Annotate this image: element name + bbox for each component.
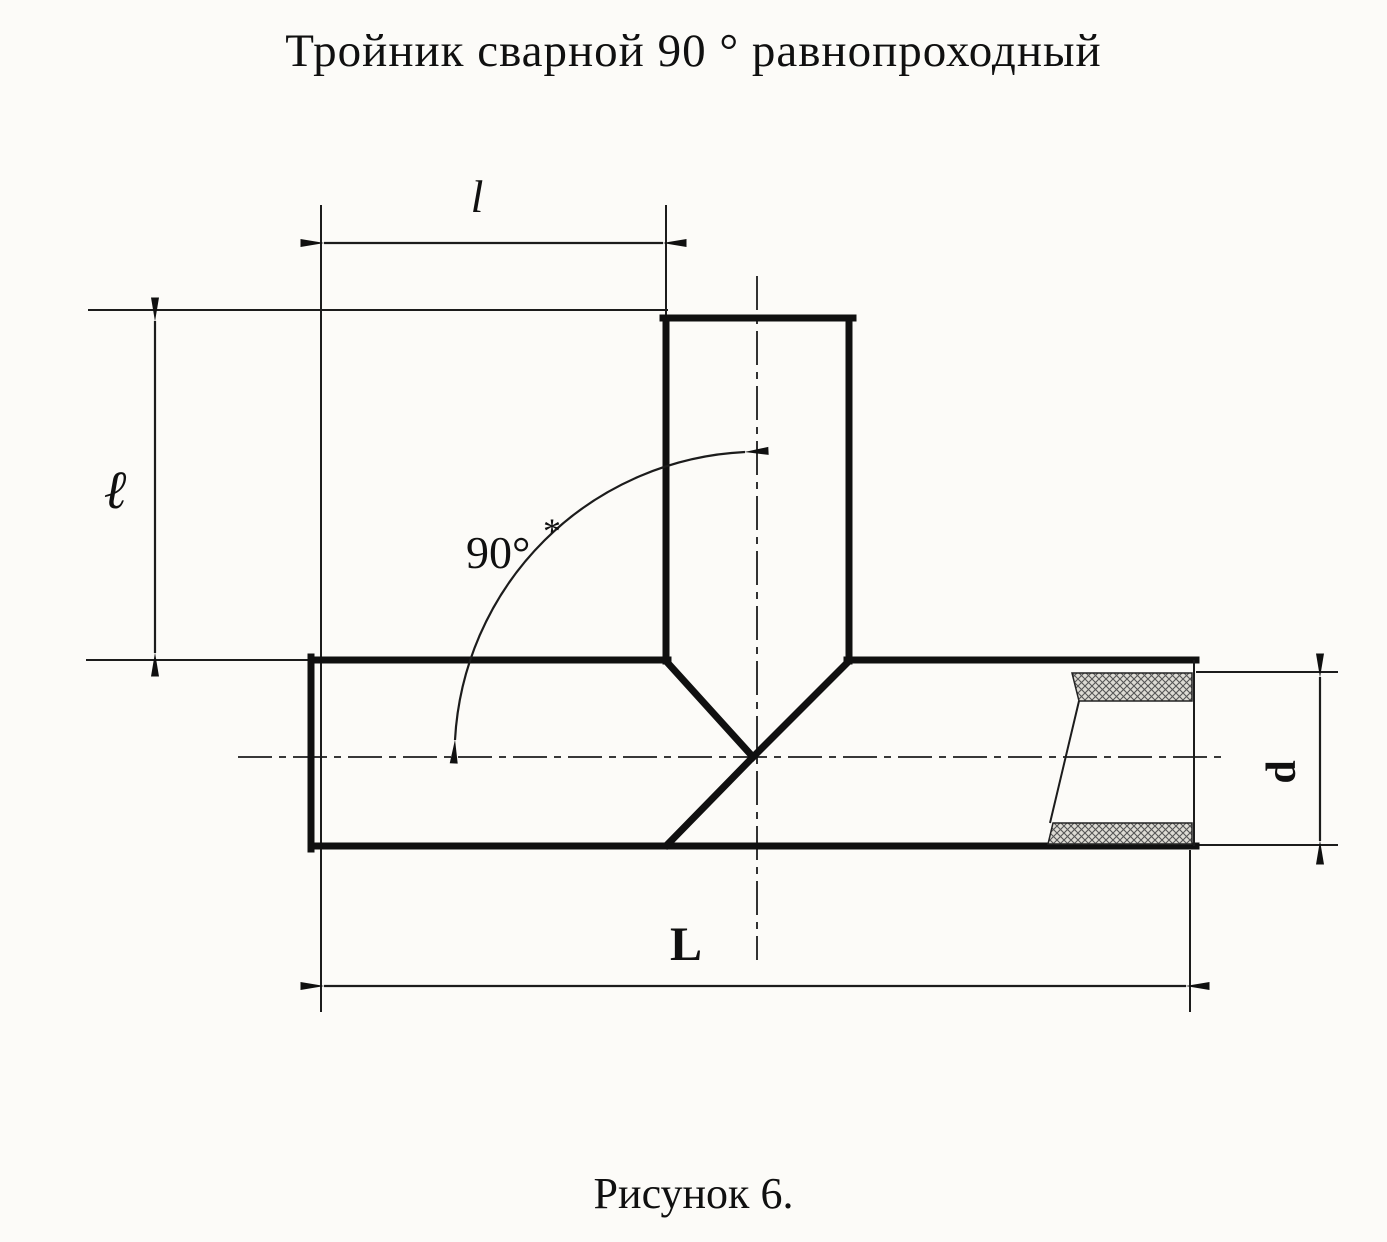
centerlines: [238, 276, 1228, 960]
figure-caption: Рисунок 6.: [593, 1169, 794, 1218]
angle-label: 90°: [466, 527, 530, 578]
drawing-title: Тройник сварной 90 ° равнопроходный: [285, 25, 1102, 77]
angle-note-star: *: [543, 511, 561, 551]
dim-label-l-top: l: [471, 171, 484, 222]
wall-section-hatch: [1047, 672, 1193, 845]
dimension-lines: [151, 239, 1324, 990]
dim-label-L: L: [670, 918, 702, 971]
bore-edge-line: [1049, 700, 1080, 824]
angle-arc: [449, 446, 769, 764]
extension-lines: [86, 205, 1338, 1012]
wall-hatch-top: [1071, 672, 1193, 702]
dim-label-l-left: ℓ: [104, 460, 127, 520]
dim-label-d: d: [1259, 760, 1305, 783]
wall-hatch-bottom: [1047, 822, 1193, 845]
